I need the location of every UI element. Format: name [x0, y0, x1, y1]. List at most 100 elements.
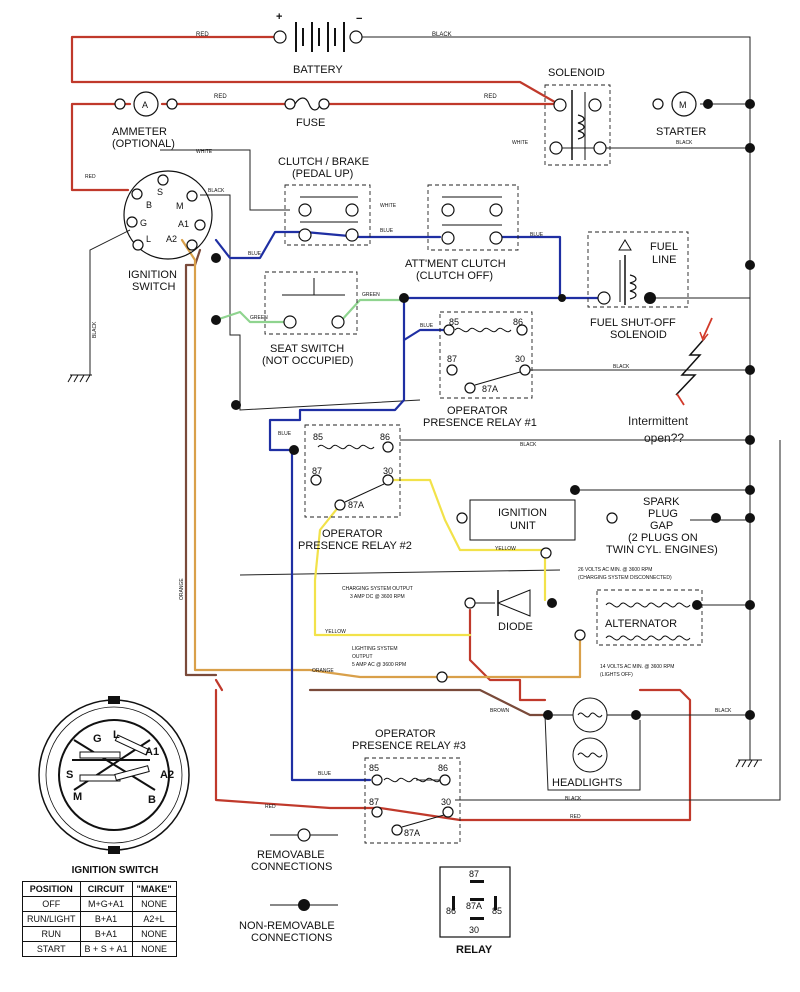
face-l: L	[113, 729, 120, 741]
wire-label-white-ign: WHITE	[196, 149, 213, 155]
lighting-output-text: LIGHTING SYSTEM	[352, 646, 398, 652]
alternator: ALTERNATOR	[574, 589, 703, 646]
operator-presence-relay-3: 85 86 87 30 87A OPERATOR PRESENCE RELAY …	[352, 728, 466, 844]
connector	[436, 671, 448, 683]
connector	[540, 547, 552, 559]
relay-legend-30: 30	[469, 925, 479, 935]
table-cell: RUN	[22, 926, 81, 942]
table-row: OFF M+G+A1 NONE	[22, 896, 177, 912]
spark-plug-text-2: PLUG	[648, 508, 678, 520]
wire-label-blue-clutch: BLUE	[380, 228, 394, 234]
junction	[745, 143, 755, 153]
wire-label-black-r2: BLACK	[520, 442, 537, 448]
blue-wires	[214, 230, 602, 782]
annotation-line-2: open??	[644, 431, 684, 445]
legend-non-removable-text: NON-REMOVABLE	[239, 920, 335, 932]
clutch-brake-switch: CLUTCH / BRAKE (PEDAL UP)	[278, 156, 371, 246]
volts-26-text: 26 VOLTS AC MIN. @ 3600 RPM	[578, 567, 652, 573]
lighting-output-note: LIGHTING SYSTEM OUTPUT 5 AMP AC @ 3600 R…	[352, 646, 406, 668]
relay1-30: 30	[515, 354, 525, 364]
table-cell: NONE	[131, 941, 177, 957]
junction	[745, 365, 755, 375]
fuse: FUSE	[284, 97, 330, 129]
table-cell: B + S + A1	[79, 941, 133, 957]
wire-label-yellow-1: YELLOW	[495, 546, 516, 552]
wire-label-black-ign: BLACK	[208, 188, 225, 194]
face-b: B	[148, 794, 156, 806]
fuel-line-label-2: LINE	[652, 254, 676, 266]
charging-output-text: CHARGING SYSTEM OUTPUT	[342, 586, 413, 592]
table-cell: RUN/LIGHT	[22, 911, 81, 927]
ignition-label: IGNITION	[128, 269, 177, 281]
face-g: G	[93, 733, 102, 745]
ignition-unit: IGNITION UNIT	[456, 499, 618, 541]
spark-plug-label: SPARK PLUG GAP (2 PLUGS ON TWIN CYL. ENG…	[606, 496, 718, 556]
ground-symbol	[67, 374, 92, 383]
table-cell: START	[22, 941, 81, 957]
ammeter: A AMMETER (OPTIONAL)	[112, 91, 178, 150]
wire-label-blue-ign: BLUE	[248, 251, 262, 257]
spark-plug-text-4: (2 PLUGS ON	[628, 532, 698, 544]
junction	[745, 710, 755, 720]
fuel-solenoid-label: FUEL SHUT-OFF	[590, 317, 676, 329]
relay1-86: 86	[513, 317, 523, 327]
spark-plug-text-5: TWIN CYL. ENGINES)	[606, 544, 718, 556]
table-header-make: "MAKE"	[131, 881, 177, 897]
junction	[231, 400, 241, 410]
table-cell: A2+L	[131, 911, 177, 927]
legend-non-removable-text-2: CONNECTIONS	[251, 932, 332, 944]
face-a2: A2	[160, 769, 174, 781]
brown-wires	[184, 248, 547, 717]
wire-label-yellow-2: YELLOW	[325, 629, 346, 635]
seat-switch-sublabel: (NOT OCCUPIED)	[262, 355, 353, 367]
junction	[745, 513, 755, 523]
battery-plus: +	[276, 11, 282, 23]
junction	[570, 485, 580, 495]
ammeter-label: AMMETER	[112, 126, 167, 138]
junction	[211, 253, 221, 263]
wire-label-green-2: GREEN	[250, 315, 268, 321]
operator-presence-relay-2: 85 86 87 30 87A OPERATOR PRESENCE RELAY …	[289, 424, 412, 552]
wire-label-white-sol: WHITE	[512, 140, 529, 146]
table-row: RUN B+A1 NONE	[22, 926, 177, 942]
battery: + − BATTERY	[273, 11, 363, 76]
volts-14-note: 14 VOLTS AC MIN. @ 3600 RPM (LIGHTS OFF)	[600, 664, 674, 678]
legend-non-removable: NON-REMOVABLE CONNECTIONS	[239, 899, 338, 944]
table-header-position: POSITION	[22, 881, 81, 897]
volts-26-text-2: (CHARGING SYSTEM DISCONNECTED)	[578, 575, 672, 581]
ammeter-sublabel: (OPTIONAL)	[112, 138, 175, 150]
relay2-label: OPERATOR	[322, 528, 383, 540]
operator-presence-relay-1: 85 86 87 30 87A OPERATOR PRESENCE RELAY …	[423, 311, 537, 429]
relay-legend-label: RELAY	[456, 944, 493, 956]
headlights: HEADLIGHTS	[543, 697, 641, 789]
charging-output-note: CHARGING SYSTEM OUTPUT 3 AMP DC @ 3600 R…	[342, 586, 413, 600]
volts-26-note: 26 VOLTS AC MIN. @ 3600 RPM (CHARGING SY…	[578, 567, 672, 581]
table-cell: B+A1	[79, 911, 133, 927]
relay1-label-2: PRESENCE RELAY #1	[423, 417, 537, 429]
junction	[745, 260, 755, 270]
ignition-table-title: IGNITION SWITCH	[71, 865, 159, 876]
starter-label: STARTER	[656, 126, 706, 138]
wire-label-white-clutch: WHITE	[380, 203, 397, 209]
junction	[711, 513, 721, 523]
face-a1: A1	[145, 746, 159, 758]
ign-term-s: S	[157, 187, 163, 197]
table-cell: M+G+A1	[79, 896, 133, 912]
relay-legend-87: 87	[469, 869, 479, 879]
alternator-label: ALTERNATOR	[605, 618, 677, 630]
relay3-label: OPERATOR	[375, 728, 436, 740]
battery-label: BATTERY	[293, 64, 343, 76]
wire-label-blue-r1: BLUE	[420, 323, 434, 329]
charging-output-text-2: 3 AMP DC @ 3600 RPM	[350, 594, 405, 600]
junction	[211, 315, 221, 325]
junction	[745, 600, 755, 610]
solenoid: SOLENOID	[544, 67, 611, 166]
fuel-solenoid-label-2: SOLENOID	[610, 329, 667, 341]
attment-clutch-switch: ATT'MENT CLUTCH (CLUTCH OFF)	[405, 184, 519, 282]
wire-label-black-top: BLACK	[432, 32, 452, 38]
attment-label: ATT'MENT CLUTCH	[405, 258, 506, 270]
relay1-87: 87	[447, 354, 457, 364]
wire-label-black-head: BLACK	[715, 708, 732, 714]
relay-legend-85: 85	[492, 906, 502, 916]
starter: M STARTER	[652, 91, 713, 138]
